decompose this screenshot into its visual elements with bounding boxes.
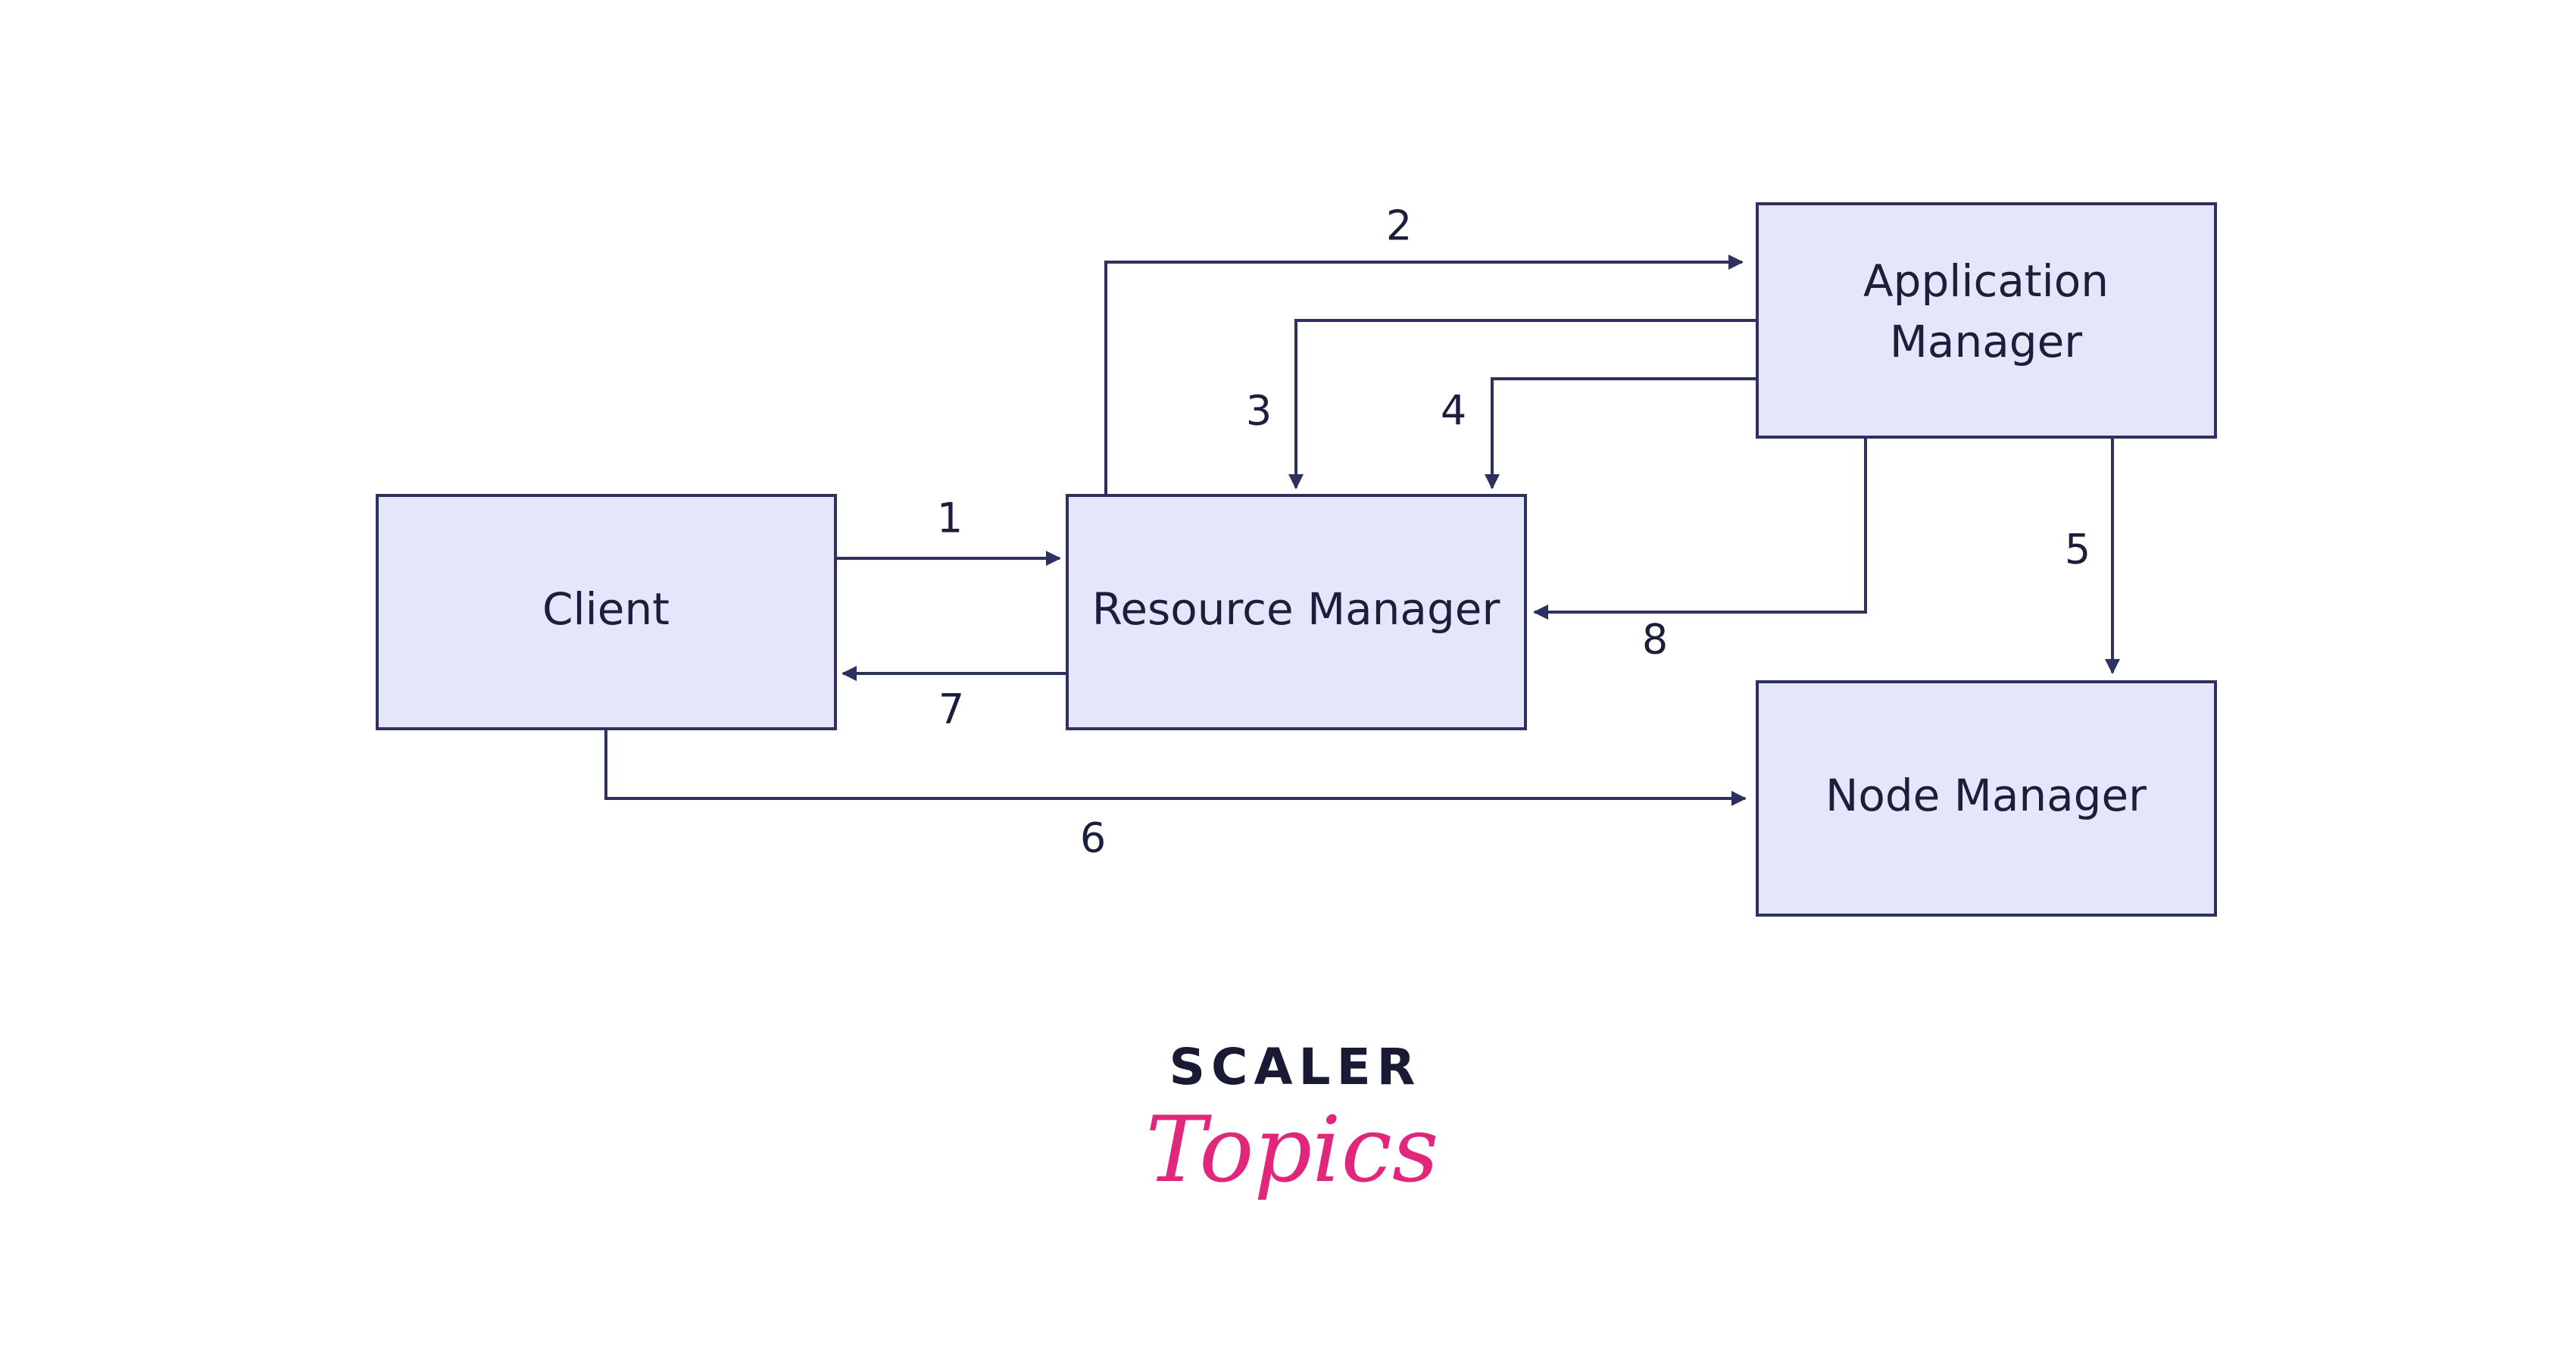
node-manager-box (1756, 680, 2217, 917)
application-manager-node: Application Manager (1756, 202, 2217, 439)
logo-scaler-text: SCALER (1169, 1038, 1421, 1096)
edge-4-arrow (1485, 377, 1757, 489)
edge-8-label: 8 (1642, 616, 1668, 664)
edge-7-label: 7 (938, 686, 964, 733)
edge-2-label: 2 (1386, 202, 1412, 250)
edge-5-label: 5 (2065, 526, 2090, 573)
application-manager-box (1756, 202, 2217, 439)
client-node: Client (376, 494, 837, 730)
edge-2-arrow (1104, 255, 1744, 495)
edge-8-arrow (1533, 437, 1867, 620)
resource-manager-box (1066, 494, 1527, 730)
application-manager-label-line2: Manager (1890, 316, 2082, 367)
application-manager-label-line1: Application (1863, 255, 2109, 307)
client-label: Client (542, 583, 670, 635)
node-manager-label: Node Manager (1825, 770, 2147, 821)
resource-manager-label: Resource Manager (1092, 583, 1500, 635)
edge-3-arrow (1288, 319, 1757, 489)
edge-3-label: 3 (1246, 387, 1272, 435)
scaler-topics-logo: SCALER Topics (1146, 1038, 1439, 1203)
edge-4-label: 4 (1441, 387, 1466, 435)
node-manager-node: Node Manager (1756, 680, 2217, 917)
edge-6-arrow (604, 729, 1747, 806)
logo-topics-text: Topics (1146, 1098, 1439, 1203)
client-box (376, 494, 837, 730)
edge-1-label: 1 (937, 495, 963, 542)
edge-6-label: 6 (1080, 814, 1106, 862)
resource-manager-node: Resource Manager (1066, 494, 1527, 730)
